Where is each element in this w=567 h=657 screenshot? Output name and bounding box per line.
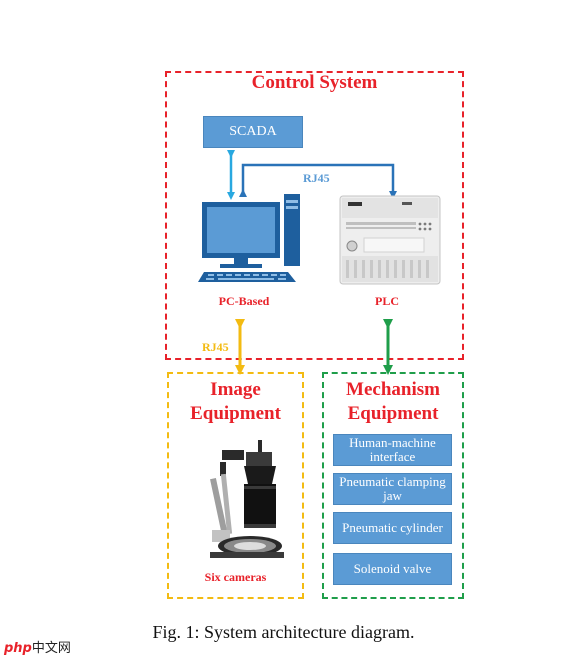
mechanism-item-label: Pneumatic clamping jaw <box>339 474 446 503</box>
watermark-site: 中文网 <box>31 641 71 656</box>
mechanism-item-clamping-jaw: Pneumatic clamping jaw <box>333 473 452 505</box>
image-title-line1: Image <box>210 379 261 400</box>
scada-label: SCADA <box>229 124 277 139</box>
mechanism-equipment-title: Mechanism Equipment <box>322 378 464 426</box>
figure-caption: Fig. 1: System architecture diagram. <box>152 622 415 642</box>
mechanism-item-cylinder: Pneumatic cylinder <box>333 512 452 544</box>
camera-rig-icon <box>210 440 284 558</box>
mechanism-title-line1: Mechanism <box>346 379 440 400</box>
plc-label: PLC <box>375 294 399 308</box>
rj45-left-label: RJ45 <box>202 340 229 354</box>
mechanism-item-solenoid-valve: Solenoid valve <box>333 553 452 585</box>
mechanism-title-line2: Equipment <box>347 403 439 424</box>
mechanism-item-label: Human-machine interface <box>349 435 436 464</box>
rj45-top-label: RJ45 <box>303 171 330 185</box>
scada-box: SCADA <box>203 116 303 148</box>
mechanism-item-hmi: Human-machine interface <box>333 434 452 466</box>
pc-plc-arrow <box>239 163 397 199</box>
control-system-title: Control System <box>251 72 378 93</box>
six-cameras-label: Six cameras <box>204 570 267 584</box>
watermark: php中文网 <box>4 637 71 656</box>
mechanism-item-label: Pneumatic cylinder <box>342 520 443 535</box>
pc-based-label: PC-Based <box>218 294 270 308</box>
mechanism-equipment-box <box>322 372 464 599</box>
image-equipment-title: Image Equipment <box>167 378 304 426</box>
mechanism-item-label: Solenoid valve <box>353 561 432 576</box>
plc-device-icon <box>339 195 441 285</box>
image-title-line2: Equipment <box>190 403 281 424</box>
pc-computer-icon <box>198 194 300 282</box>
watermark-brand: php <box>4 641 32 656</box>
control-system-box <box>165 71 464 360</box>
